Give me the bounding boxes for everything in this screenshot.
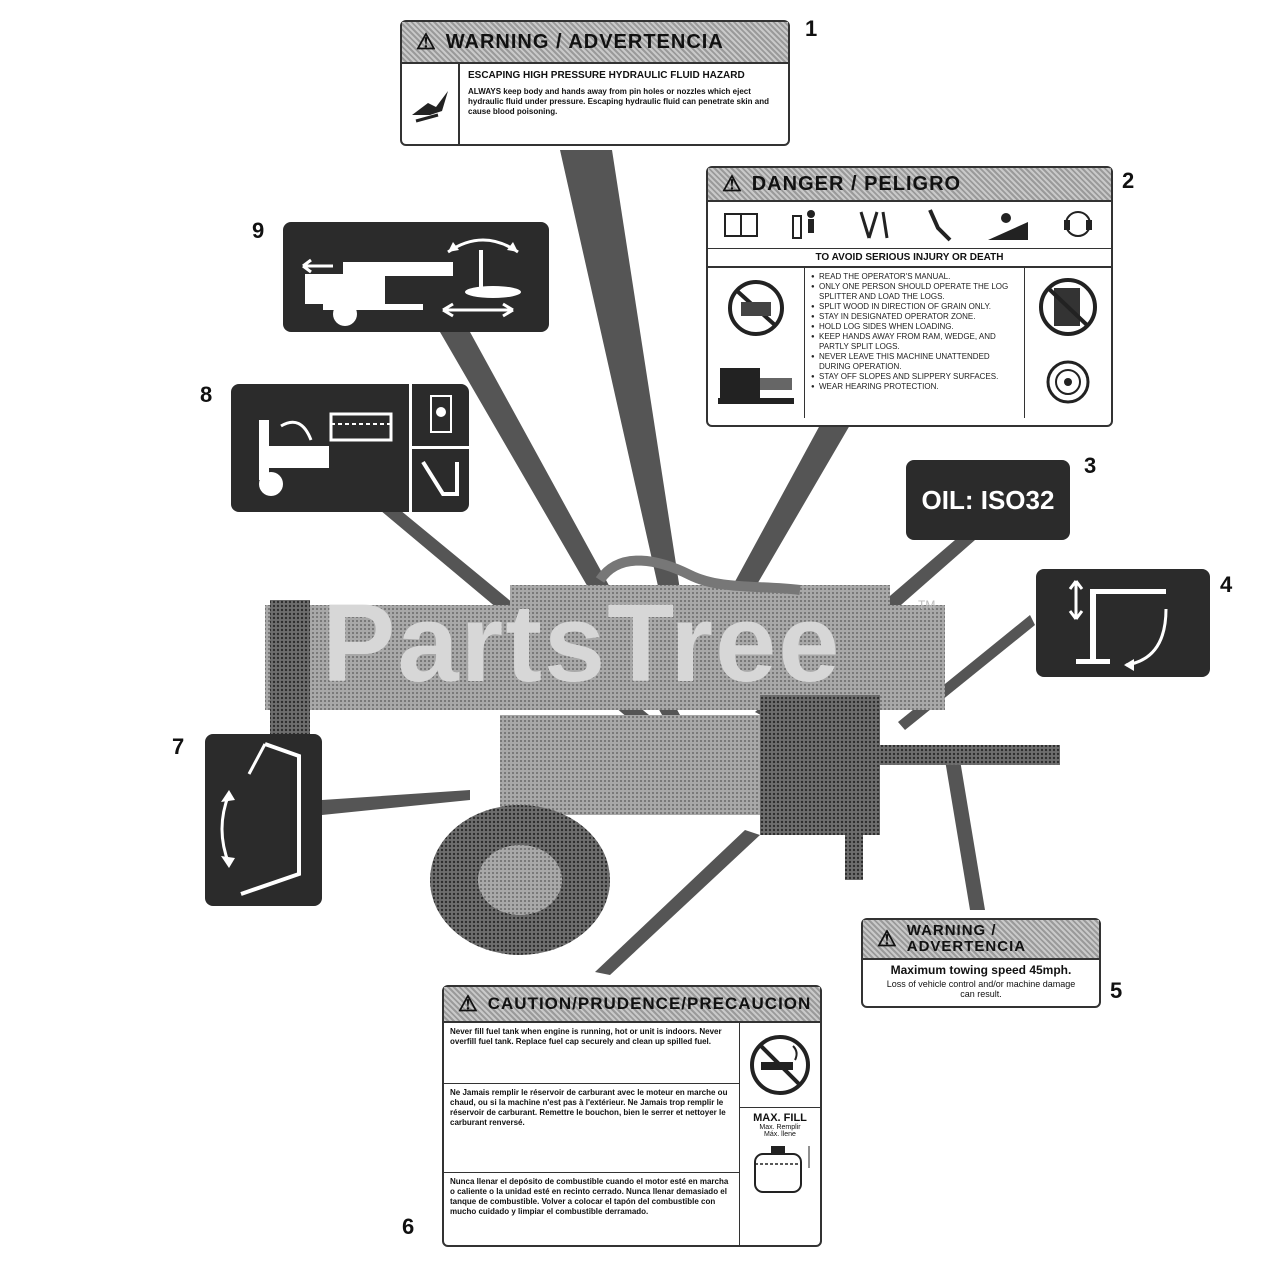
pictogram-row: [708, 202, 1111, 249]
jack-stand-icon: [1068, 580, 1168, 671]
callout-7: 7: [172, 734, 185, 759]
decal-2-danger: ⚠ DANGER / PELIGRO TO AVOID SERIOUS INJU…: [706, 166, 1113, 427]
decal-5-warning: ⚠ WARNING / ADVERTENCIA Maximum towing s…: [861, 918, 1101, 1008]
operator-zone-icon: [928, 209, 952, 242]
fuel-tank-icon: [754, 1146, 810, 1193]
manual-icon: [723, 213, 758, 237]
caution-text-english: Never fill fuel tank when engine is runn…: [444, 1023, 739, 1084]
log-end-icon: [1046, 360, 1090, 404]
oil-spec-text: OIL: ISO32: [921, 484, 1055, 515]
log-lift-operation-icon: [259, 384, 469, 512]
split-grain-icon: [859, 211, 889, 239]
max-fill-label: MAX. FILL: [753, 1112, 807, 1124]
log-cradle: [270, 600, 310, 740]
splitter-machine-icon: [718, 368, 794, 404]
caution-text-french: Ne Jamais remplir le réservoir de carbur…: [444, 1084, 739, 1173]
watermark-tm: TM: [918, 598, 936, 612]
warning-triangle-icon: ⚠: [416, 29, 436, 54]
list-item: ONLY ONE PERSON SHOULD OPERATE THE LOG S…: [811, 282, 1018, 302]
max-fill-spanish: Máx. llene: [764, 1131, 796, 1138]
one-person-icon: [791, 210, 815, 239]
list-item: NEVER LEAVE THIS MACHINE UNATTENDED DURI…: [811, 352, 1018, 372]
list-item: STAY OFF SLOPES AND SLIPPERY SURFACES.: [811, 372, 1018, 382]
list-item: HOLD LOG SIDES WHEN LOADING.: [811, 322, 1018, 332]
leader-line-6: [595, 830, 760, 975]
leader-line-1: [560, 150, 680, 595]
top-hoses: [595, 555, 801, 595]
danger-instructions-list: READ THE OPERATOR'S MANUAL. ONLY ONE PER…: [811, 272, 1018, 392]
decal-2-subtitle: TO AVOID SERIOUS INJURY OR DEATH: [708, 249, 1111, 268]
wheel-hub: [478, 845, 562, 915]
no-riders-icon: [1039, 278, 1097, 336]
leader-line-5: [945, 760, 985, 910]
caution-text-spanish: Nunca llenar el depósito de combustible …: [450, 1177, 729, 1216]
no-smoking-icon: [740, 1023, 820, 1108]
tank: [500, 715, 760, 815]
callout-8: 8: [200, 382, 213, 407]
decal-6-caution: ⚠ CAUTION/PRUDENCE/PRECAUCION Never fill…: [442, 985, 822, 1247]
callout-3: 3: [1084, 453, 1097, 478]
list-item: WEAR HEARING PROTECTION.: [811, 382, 1018, 392]
list-item: KEEP HANDS AWAY FROM RAM, WEDGE, AND PAR…: [811, 332, 1018, 352]
callout-4: 4: [1220, 572, 1233, 597]
callout-5: 5: [1110, 978, 1123, 1003]
max-fill-french: Max. Remplir: [759, 1124, 801, 1131]
list-item: SPLIT WOOD IN DIRECTION OF GRAIN ONLY.: [811, 302, 1018, 312]
tow-tongue: [870, 745, 1060, 765]
decal-1-header: ⚠ WARNING / ADVERTENCIA: [402, 22, 788, 64]
hand-spray-icon: [402, 64, 460, 146]
tongue-stand: [845, 760, 863, 880]
list-item: READ THE OPERATOR'S MANUAL.: [811, 272, 1018, 282]
decal-7-pictogram: [205, 734, 322, 906]
callout-6: 6: [402, 1214, 415, 1239]
cylinder: [510, 585, 890, 640]
decal-5-header: ⚠ WARNING / ADVERTENCIA: [863, 920, 1099, 960]
decal-6-header: ⚠ CAUTION/PRUDENCE/PRECAUCION: [444, 987, 820, 1023]
decal-3-oil: OIL: ISO32: [906, 460, 1070, 540]
decal-8-pictogram: [231, 384, 469, 512]
log-tray-rotation-icon: [220, 742, 301, 896]
leader-line-2: [725, 425, 850, 605]
warning-triangle-icon: ⚠: [722, 171, 742, 196]
decal-2-header: ⚠ DANGER / PELIGRO: [708, 168, 1111, 202]
warning-triangle-icon: ⚠: [458, 991, 478, 1016]
decal-1-warning: ⚠ WARNING / ADVERTENCIA ESCAPING HIGH PR…: [400, 20, 790, 146]
slope-icon: [988, 213, 1029, 240]
decal-9-pictogram: [283, 222, 549, 332]
callout-1: 1: [805, 16, 818, 41]
towing-warning-text: Loss of vehicle control and/or machine d…: [886, 979, 1076, 999]
decal-1-subtitle: ESCAPING HIGH PRESSURE HYDRAULIC FLUID H…: [468, 70, 745, 81]
list-item: STAY IN DESIGNATED OPERATOR ZONE.: [811, 312, 1018, 322]
hearing-protection-icon: [1064, 211, 1093, 237]
decal-4-pictogram: [1036, 569, 1210, 677]
callout-9: 9: [252, 218, 265, 243]
towing-speed-text: Maximum towing speed 45mph.: [890, 963, 1072, 977]
log-splitter-operation-icon: [302, 238, 521, 326]
decal-1-body: ALWAYS keep body and hands away from pin…: [468, 87, 769, 116]
no-hands-ram-icon: [728, 280, 784, 336]
warning-triangle-icon: ⚠: [877, 926, 897, 951]
leader-line-7: [322, 790, 470, 815]
callout-2: 2: [1122, 168, 1135, 193]
watermark: PartsTree: [322, 582, 842, 705]
